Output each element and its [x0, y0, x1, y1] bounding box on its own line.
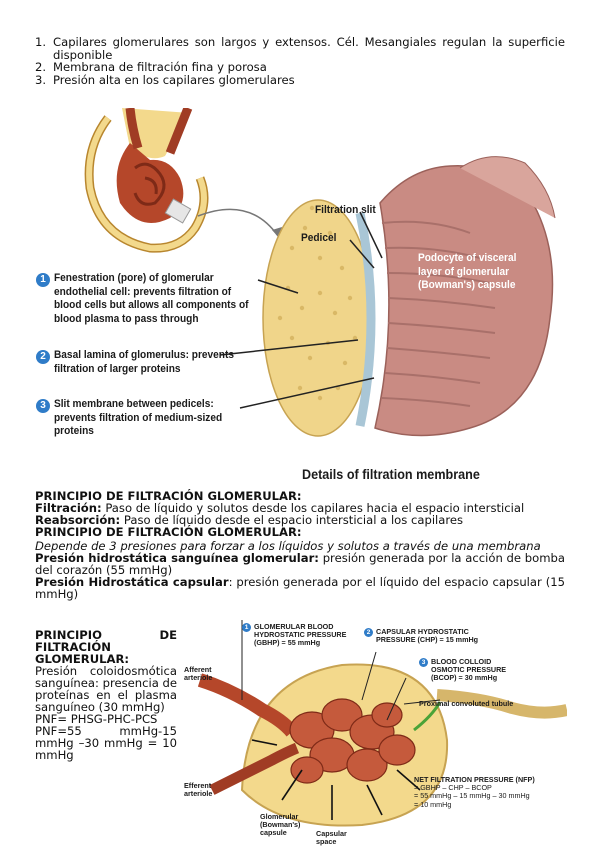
pressure-badge-3: 3 [419, 658, 428, 667]
filtration-pressure-figure: 1 GLOMERULAR BLOOD HYDROSTATIC PRESSURE … [182, 620, 567, 848]
nfp-title: NET FILTRATION PRESSURE (NFP) [414, 775, 535, 784]
proximal-tubule-label: Proximal convoluted tubule [419, 699, 514, 708]
capsular-space-label: Capsular space [316, 829, 347, 847]
renal-corpuscle-inset [84, 108, 209, 253]
phc-paragraph: Presión Hidrostática capsular: presión g… [35, 575, 565, 601]
efferent-label: Efferent arteriole [184, 781, 213, 799]
efferent-arteriole [209, 742, 300, 795]
intro-list: 1.Capilares glomerulares son largos y ex… [35, 36, 565, 86]
capillary-tuft [289, 698, 416, 784]
list-item: 1.Capilares glomerulares son largos y ex… [35, 35, 565, 62]
zoom-arrow [197, 208, 279, 237]
bcop-label: BLOOD COLLOID OSMOTIC PRESSURE (BCOP) = … [431, 657, 507, 683]
filtracion-line: Filtración: Paso de líquido y solutos de… [35, 501, 525, 515]
figure-caption: Details of filtration membrane [302, 466, 480, 482]
afferent-arteriole [197, 673, 298, 737]
pedicel-label: Pedicel [301, 232, 337, 244]
list-item: 3.Presión alta en los capilares glomerul… [35, 72, 295, 87]
slit-membrane-label: Slit membrane between pedicels: prevents… [54, 398, 223, 437]
pedicels [381, 220, 496, 407]
fenestration-label: Fenestration (pore) of glomerular endoth… [54, 272, 249, 325]
pressure-badge-1: 1 [242, 623, 251, 632]
section-heading-1: PRINCIPIO DE FILTRACIÓN GLOMERULAR: [35, 489, 302, 503]
glomerulus-illustration [197, 620, 567, 827]
phs-paragraph: Presión hidrostática sanguínea glomerula… [35, 551, 566, 577]
nfp-line-3: = 10 mmHg [414, 799, 452, 809]
left-heading: PRINCIPIO DE FILTRACIÓN GLOMERULAR: [35, 628, 177, 666]
colloid-arrow [413, 701, 442, 732]
depends-paragraph: Depende de 3 presiones para forzar a los… [35, 539, 541, 553]
pressure-arrows [251, 739, 421, 820]
nfp-line-2: = 55 mmHg – 15 mmHg – 30 mmHg [414, 791, 530, 801]
filtration-membrane-illustration [84, 108, 556, 437]
filtration-slit-label: Filtration slit [315, 204, 376, 216]
glomerular-capsule-label: Glomerular (Bowman's) capsule [260, 812, 301, 838]
chp-label: CAPSULAR HYDROSTATIC PRESSURE (CHP) = 15… [376, 627, 479, 645]
formula-1: PNF= PHSG-PHC-PCS [35, 712, 158, 726]
podocyte-label: Podocyte of visceral layer of glomerular… [418, 252, 517, 291]
coloidosmotica-paragraph: Presión coloidosmótica sanguínea: presen… [35, 664, 178, 714]
section-heading-2: PRINCIPIO DE FILTRACIÓN GLOMERULAR: [35, 525, 302, 539]
left-column: PRINCIPIO DE FILTRACIÓN GLOMERULAR: Pres… [35, 629, 177, 761]
badge-2: 2 [36, 350, 50, 364]
podocyte [374, 165, 554, 437]
nfp-block: NET FILTRATION PRESSURE (NFP) = GBHP – C… [414, 775, 564, 809]
nfp-line-1: = GBHP – CHP – BCOP [414, 783, 492, 793]
filtration-membrane-figure: Filtration slit Pedicel Podocyte of visc… [30, 108, 570, 488]
pressure-badge-2: 2 [364, 628, 373, 637]
basal-lamina-label: Basal lamina of glomerulus: prevents fil… [54, 349, 234, 375]
fenestrations [277, 205, 358, 401]
proximal-tubule [436, 689, 567, 719]
reabsorcion-line: Reabsorción: Paso de líquido desde el es… [35, 513, 464, 527]
list-item: 2.Membrana de filtración fina y porosa [35, 60, 267, 74]
section-block: PRINCIPIO DE FILTRACIÓN GLOMERULAR: Filt… [35, 490, 565, 600]
badge-3: 3 [36, 399, 50, 413]
gbhp-label: GLOMERULAR BLOOD HYDROSTATIC PRESSURE (G… [254, 622, 347, 648]
basal-lamina [355, 212, 376, 427]
afferent-label: Afferent arteriole [184, 665, 213, 683]
formula-2: PNF=55 mmHg-15 mmHg –30 mmHg = 10 mmHg [35, 724, 177, 762]
badge-1: 1 [36, 273, 50, 287]
